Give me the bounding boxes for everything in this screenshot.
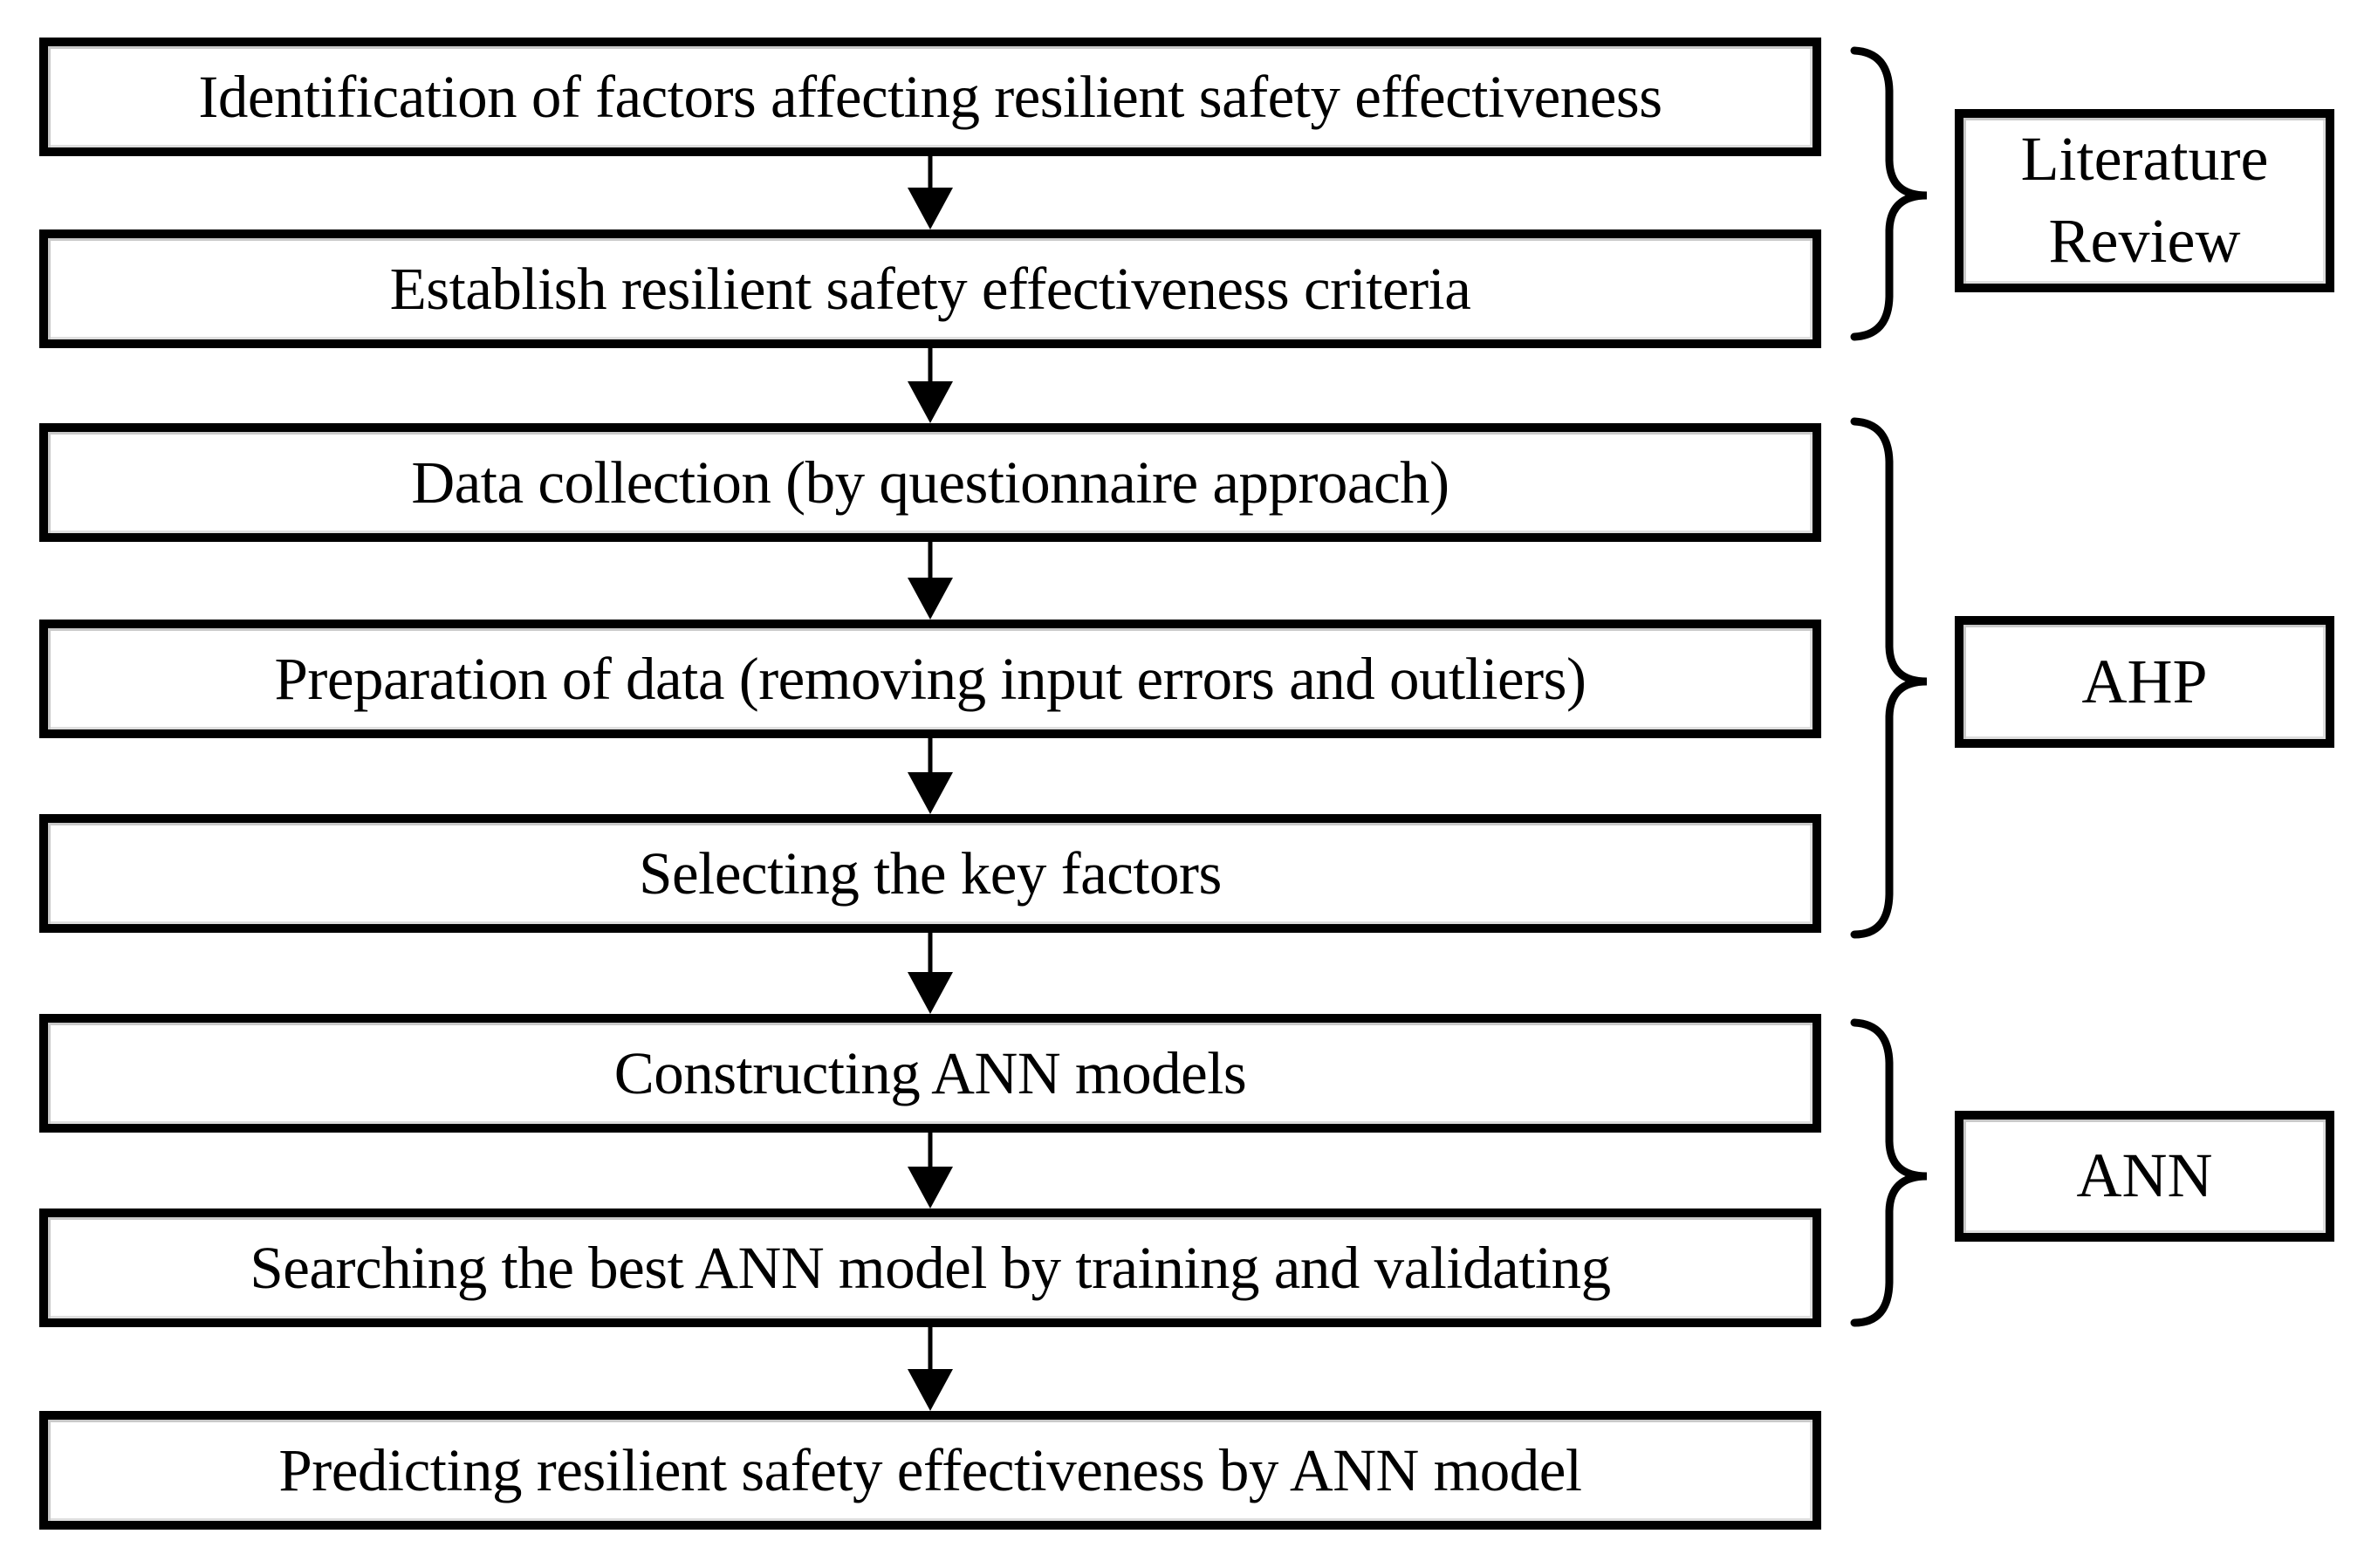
flow-step-7: Searching the best ANN model by training…	[39, 1209, 1821, 1327]
phase-label-ahp-text: AHP	[2081, 646, 2208, 716]
flow-step-8-label: Predicting resilient safety effectivenes…	[278, 1436, 1582, 1503]
phase-label-literature-review-text: Literature Review	[2020, 124, 2269, 276]
flow-step-3: Data collection (by questionnaire approa…	[39, 423, 1821, 542]
brace-ann	[1850, 1018, 1928, 1327]
flow-step-8: Predicting resilient safety effectivenes…	[39, 1411, 1821, 1530]
flow-step-7-label: Searching the best ANN model by training…	[250, 1234, 1611, 1301]
arrow-down-icon-3	[908, 542, 953, 620]
arrow-down-icon-2	[908, 347, 953, 423]
phase-label-ann-text: ANN	[2076, 1140, 2213, 1211]
flow-step-2-label: Establish resilient safety effectiveness…	[389, 255, 1471, 322]
brace-literature-review	[1850, 46, 1928, 341]
flow-step-6-label: Constructing ANN models	[613, 1039, 1247, 1106]
flow-step-2: Establish resilient safety effectiveness…	[39, 229, 1821, 348]
flow-step-4-label: Preparation of data (removing input erro…	[274, 645, 1586, 712]
flow-step-6: Constructing ANN models	[39, 1014, 1821, 1133]
flow-step-5: Selecting the key factors	[39, 814, 1821, 933]
flow-step-1-label: Identification of factors affecting resi…	[198, 63, 1662, 130]
flow-step-4: Preparation of data (removing input erro…	[39, 620, 1821, 738]
arrow-down-icon-4	[908, 738, 953, 814]
phase-label-ann: ANN	[1955, 1111, 2334, 1242]
flow-step-3-label: Data collection (by questionnaire approa…	[411, 448, 1449, 516]
brace-ahp	[1850, 417, 1928, 939]
arrow-down-icon-7	[908, 1327, 953, 1411]
arrow-down-icon-6	[908, 1133, 953, 1209]
arrow-down-icon-5	[908, 933, 953, 1014]
phase-label-literature-review: Literature Review	[1955, 109, 2334, 292]
arrow-down-icon-1	[908, 155, 953, 229]
phase-label-ahp: AHP	[1955, 616, 2334, 748]
flow-step-1: Identification of factors affecting resi…	[39, 38, 1821, 156]
flow-step-5-label: Selecting the key factors	[639, 839, 1222, 907]
